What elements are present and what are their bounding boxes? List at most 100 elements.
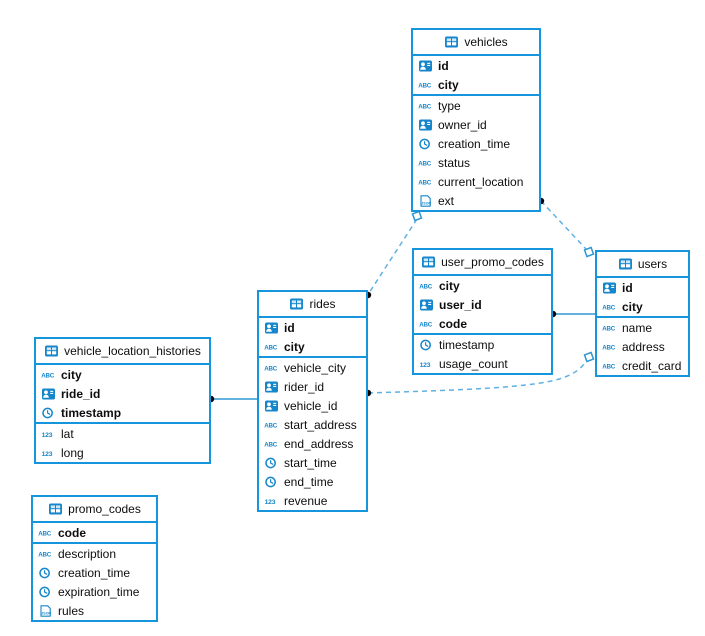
clock-icon — [264, 457, 279, 469]
svg-text:ABC: ABC — [418, 103, 432, 110]
field-row: start_time — [259, 453, 366, 472]
clock-icon — [419, 339, 434, 351]
table-title: vehicles — [464, 35, 508, 49]
person-id-icon — [264, 322, 279, 334]
person-id-icon — [602, 282, 617, 294]
abc-icon: ABC — [418, 176, 433, 188]
svg-text:ABC: ABC — [602, 304, 616, 311]
abc-icon: ABC — [602, 301, 617, 313]
relationship-line — [368, 218, 418, 294]
field-label: id — [622, 280, 633, 295]
svg-text:JSON: JSON — [421, 201, 431, 205]
table-header[interactable]: users — [597, 252, 688, 278]
field-label: timestamp — [61, 405, 122, 420]
relationship-endpoint-diamond — [583, 246, 595, 258]
field-row: id — [597, 278, 688, 297]
field-row: timestamp — [414, 335, 551, 354]
svg-text:123: 123 — [42, 431, 53, 438]
table-header[interactable]: user_promo_codes — [414, 250, 551, 276]
svg-text:JSON: JSON — [41, 611, 51, 615]
clock-icon — [418, 138, 433, 150]
field-row: creation_time — [33, 563, 156, 582]
field-label: id — [284, 320, 295, 335]
abc-icon: ABC — [418, 157, 433, 169]
field-label: current_location — [438, 174, 524, 189]
svg-text:ABC: ABC — [418, 160, 432, 167]
field-row: owner_id — [413, 115, 539, 134]
field-row: ABC city — [259, 337, 366, 356]
table-header[interactable]: rides — [259, 292, 366, 318]
field-row: rider_id — [259, 377, 366, 396]
svg-text:123: 123 — [42, 450, 53, 457]
person-id-icon — [419, 299, 434, 311]
field-row: ABC end_address — [259, 434, 366, 453]
field-label: city — [284, 339, 305, 354]
table-title: users — [637, 257, 668, 271]
table-icon — [444, 36, 459, 48]
table-icon — [289, 298, 304, 310]
field-label: end_address — [284, 436, 354, 451]
field-row: user_id — [414, 295, 551, 314]
person-id-icon — [418, 119, 433, 131]
svg-text:ABC: ABC — [419, 321, 433, 328]
field-label: rider_id — [284, 379, 325, 394]
clock-icon — [264, 476, 279, 488]
table-header[interactable]: vehicles — [413, 30, 539, 56]
relationship-user_promo_codes-users[interactable] — [549, 310, 595, 318]
abc-icon: ABC — [602, 360, 617, 372]
number-icon: 123 — [41, 447, 56, 459]
abc-icon: ABC — [41, 369, 56, 381]
table-header[interactable]: vehicle_location_histories — [36, 339, 209, 365]
abc-icon: ABC — [419, 318, 434, 330]
clock-icon — [38, 567, 53, 579]
table-title: user_promo_codes — [441, 255, 544, 269]
field-label: lat — [61, 426, 74, 441]
field-label: name — [622, 320, 653, 335]
field-label: start_time — [284, 455, 337, 470]
abc-icon: ABC — [38, 548, 53, 560]
relationship-line — [367, 359, 588, 394]
svg-text:ABC: ABC — [38, 530, 52, 537]
field-label: creation_time — [58, 565, 131, 580]
abc-icon: ABC — [602, 341, 617, 353]
abc-icon: ABC — [264, 362, 279, 374]
svg-text:ABC: ABC — [264, 441, 278, 448]
field-label: ride_id — [61, 386, 101, 401]
svg-text:ABC: ABC — [418, 82, 432, 89]
field-label: credit_card — [622, 358, 682, 373]
field-label: long — [61, 445, 84, 460]
svg-text:ABC: ABC — [602, 344, 616, 351]
table-title: rides — [309, 297, 336, 311]
abc-icon: ABC — [264, 341, 279, 353]
number-icon: 123 — [264, 495, 279, 507]
table-header[interactable]: promo_codes — [33, 497, 156, 523]
field-label: city — [439, 278, 460, 293]
field-label: user_id — [439, 297, 482, 312]
field-row: creation_time — [413, 134, 539, 153]
svg-text:ABC: ABC — [602, 325, 616, 332]
table-icon — [44, 345, 59, 357]
field-row: ride_id — [36, 384, 209, 403]
table-title: vehicle_location_histories — [64, 344, 201, 358]
abc-icon: ABC — [264, 419, 279, 431]
relationship-vehicle_location_histories-rides[interactable] — [207, 395, 257, 403]
